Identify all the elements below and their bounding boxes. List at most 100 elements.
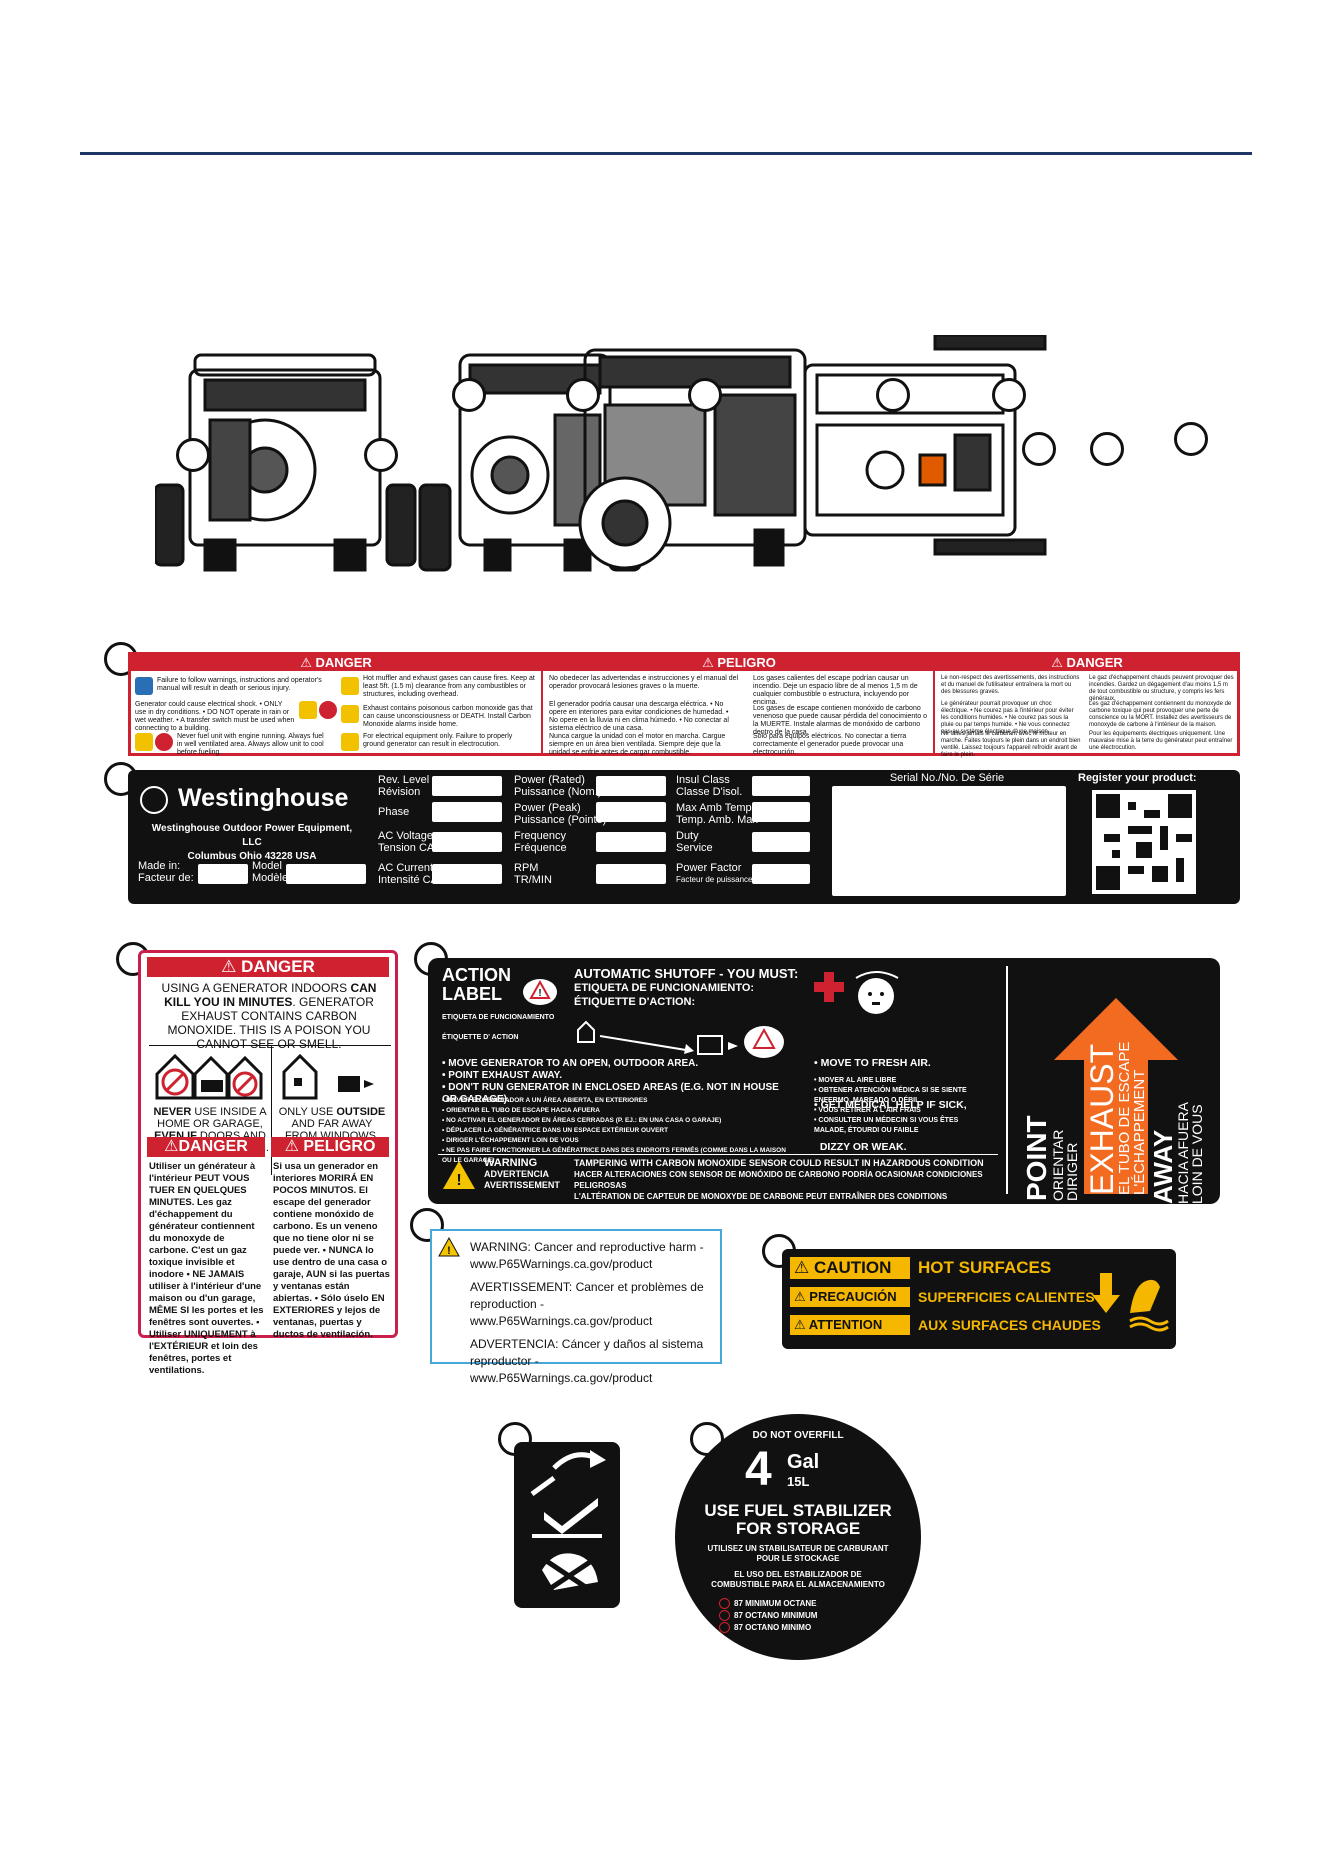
- qr-code-icon[interactable]: [1092, 790, 1196, 894]
- danger-header: ⚠ DANGER: [935, 655, 1239, 671]
- field-text: Power Factor: [676, 862, 742, 874]
- prop65-text: WARNING: Cancer and reproductive harm - …: [470, 1239, 720, 1387]
- svg-text:!: !: [538, 988, 541, 999]
- cross-graphic: [814, 972, 844, 1002]
- attention-text: AUX SURFACES CHAUDES: [918, 1317, 1101, 1333]
- no-indoors-graphic: [155, 1053, 263, 1100]
- no-symbol-icon: [719, 1610, 730, 1622]
- step-line: DIZZY OR WEAK.: [814, 1141, 907, 1153]
- point-en: POINT: [1021, 1115, 1052, 1201]
- text-part: . GENERATOR EXHAUST CONTAINS CARBON MONO…: [167, 995, 374, 1051]
- serial-box: [832, 786, 1066, 896]
- field-text: Made in:: [138, 860, 181, 872]
- warning-text: Sólo para equipos eléctricos. No conecta…: [753, 733, 907, 756]
- fuel-liters: 15L: [787, 1474, 810, 1489]
- value-box: [596, 864, 666, 884]
- warning-triangle-icon: !: [442, 1160, 476, 1190]
- point-es: ORIENTAR: [1050, 1129, 1066, 1201]
- value-box: [752, 832, 810, 852]
- action-title-es: ETIQUETA DE FUNCIONAMIENTO: [442, 1014, 555, 1021]
- do-not-overfill: DO NOT OVERFILL: [752, 1430, 844, 1441]
- step-line: • OBTENER ATENCIÓN MÉDICA SI SE SIENTE E…: [814, 1087, 967, 1104]
- warning-text: Le non-respect des avertissements, des i…: [941, 675, 1080, 695]
- dizzy-face-icon: [848, 968, 908, 1018]
- made-in-box: [198, 864, 248, 884]
- tamper-line: L'ALTÉRATION DE CAPTEUR DE MONOXYDE DE C…: [574, 1192, 948, 1212]
- header-text: DANGER: [1066, 655, 1123, 670]
- text-part: OUTSIDE: [336, 1106, 386, 1118]
- field-power-peak: Power (Peak)Puissance (Pointe): [514, 802, 606, 826]
- fuel-capacity-label: DO NOT OVERFILL 4 Gal 15L USE FUEL STABI…: [675, 1414, 921, 1660]
- precaucion-tag: ⚠ PRECAUCIÓN: [790, 1287, 910, 1307]
- data-plate-label: Westinghouse Westinghouse Outdoor Power …: [128, 770, 1240, 904]
- generator-view-panel: [803, 333, 1047, 556]
- warning-triangle-icon: !: [438, 1236, 460, 1257]
- callout-circle: [566, 378, 600, 412]
- octane-list: 87 MINIMUM OCTANE 87 OCTANO MINIMUM 87 O…: [719, 1598, 889, 1634]
- serial-label: Serial No./No. De Série: [889, 772, 1005, 784]
- prop-line: reproduction - www.P65Warnings.ca.gov/pr…: [470, 1297, 653, 1328]
- warning-text: Nunca cargue la unidad con el motor en m…: [549, 733, 726, 756]
- company-line: Columbus Ohio 43228 USA: [187, 851, 317, 862]
- step-line: • DÉPLACER LA GÉNÉRATRICE DANS UN ESPACE…: [442, 1127, 669, 1134]
- field-text: Max Amb Temp: [676, 802, 752, 814]
- caution-hot-surfaces-label: ⚠ CAUTION HOT SURFACES ⚠ PRECAUCIÓN SUPE…: [782, 1249, 1176, 1349]
- text-part: USING A GENERATOR INDOORS: [161, 981, 351, 995]
- field-text: TR/MIN: [514, 874, 552, 886]
- field-text: Facteur de puissance: [676, 875, 753, 884]
- octane-row: 87 MINIMUM OCTANE: [719, 1598, 889, 1610]
- field-text: Puissance (Pointe): [514, 814, 607, 826]
- action-title: ACTION LABEL: [442, 966, 511, 1004]
- exhaust-icon: [341, 705, 359, 723]
- field-text: Model: [252, 860, 282, 872]
- danger-header: ⚠ DANGER: [147, 957, 389, 977]
- brand-name: Westinghouse: [178, 784, 349, 812]
- text-part: ONLY USE: [278, 1106, 337, 1118]
- warning-text: No obedecer las advertendas e instruccio…: [549, 675, 739, 690]
- prop-line: WARNING: Cancer and reproductive harm -: [470, 1240, 704, 1254]
- step-line: • DIRIGER L'ÉCHAPPEMENT LOIN DE VOUS: [442, 1137, 579, 1144]
- warning-line: AVERTISSEMENT: [484, 1180, 560, 1190]
- field-text: Classe D'isol.: [676, 786, 743, 798]
- step-line: • GET MEDICAL HELP IF SICK,: [814, 1099, 967, 1111]
- callout-circle: [992, 378, 1026, 412]
- away-es: HACIA AFUERA: [1175, 1102, 1191, 1204]
- field-text: Phase: [378, 806, 410, 818]
- warning-text: Hot muffler and exhaust gases can cause …: [363, 675, 535, 698]
- hot-hand-graphic: [1092, 1273, 1169, 1332]
- point-exhaust-away-section: POINT ORIENTAR DIRIGER EXHAUST EL TUBO D…: [1018, 968, 1214, 1204]
- step-line: • NE PAS FAIRE FONCTIONNER LA GÉNÉRATRIC…: [442, 1147, 786, 1164]
- warning-text: Les gaz d'échappement contiennent du mon…: [1089, 701, 1232, 728]
- field-text: Intensité CA: [378, 874, 438, 886]
- made-in-label: Made in:Facteur de:: [138, 860, 194, 884]
- triangle-graphic: !: [443, 1161, 475, 1189]
- exhaust-en: EXHAUST: [1084, 1043, 1120, 1195]
- callout-circle: [1174, 422, 1208, 456]
- away-fr: LOIN DE VOUS: [1189, 1104, 1205, 1204]
- precaucion-text: SUPERFICIES CALIENTES: [918, 1289, 1095, 1305]
- qr-code-graphic: [1096, 794, 1192, 890]
- no-symbol-icon: [719, 1622, 730, 1634]
- callout-circle: [1022, 432, 1056, 466]
- electrical-icon: [341, 733, 359, 751]
- strip-section-fr: ⚠ DANGER Le non-respect des avertissemen…: [933, 655, 1239, 758]
- tag-text: ATTENTION: [808, 1317, 883, 1332]
- lever-graphic: [530, 1450, 606, 1601]
- step-line: • VOUS RETIRER À L'AIR FRAIS: [814, 1107, 921, 1114]
- value-box: [432, 802, 502, 822]
- tag-text: CAUTION: [813, 1258, 892, 1277]
- callout-circle: [452, 378, 486, 412]
- callout-circle: [410, 1208, 444, 1242]
- step-line: • MOVER EL GENERADOR A UN ÁREA ABIERTA, …: [442, 1097, 648, 1104]
- field-text: Power (Peak): [514, 802, 581, 814]
- strip-section-en: ⚠ DANGER Failure to follow warnings, ins…: [131, 655, 541, 756]
- callout-circle: [176, 438, 210, 472]
- field-text: Puissance (Nom.): [514, 786, 602, 798]
- generator-view-front: [153, 353, 417, 572]
- field-text: Frequency: [514, 830, 566, 842]
- prop-line: www.P65Warnings.ca.gov/product: [470, 1257, 653, 1271]
